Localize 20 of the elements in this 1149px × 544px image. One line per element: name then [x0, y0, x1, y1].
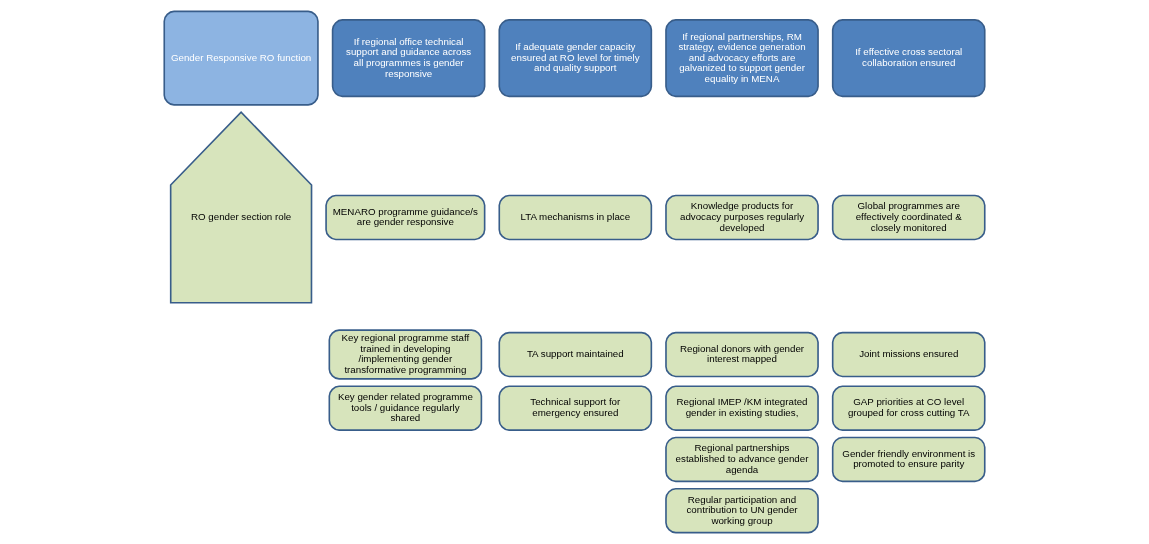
node-box: Technical support for emergency ensured	[498, 385, 653, 431]
node-box: If regional partnerships, RM strategy, evidence generation and advocacy efforts are galvanized to support gender equality in MENA	[665, 19, 819, 98]
node-box: Key regional programme staff trained in developing /implementing gender transformative programming	[328, 329, 483, 380]
node-box: GAP priorities at CO level grouped for cross cutting TA	[831, 385, 986, 431]
node-box: MENARO programme guidance/s are gender responsive	[325, 194, 486, 241]
node-box: TA support maintained	[498, 331, 653, 378]
node-box: Knowledge products for advocacy purposes regularly developed	[665, 194, 819, 241]
node-box: Gender friendly environment is promoted to ensure parity	[831, 436, 986, 483]
node-box: If effective cross sectoral collaboration ensured	[831, 19, 986, 98]
node-box: Regular participation and contribution to UN gender working group	[665, 487, 819, 534]
node-box: Global programmes are effectively coordinated & closely monitored	[831, 194, 986, 241]
node-box: Regional partnerships established to advance gender agenda	[665, 436, 819, 483]
node-box: Regional donors with gender interest mapped	[665, 331, 819, 378]
node-box: If adequate gender capacity ensured at RO level for timely and quality support	[498, 19, 653, 98]
node-box: If regional office technical support and guidance across all programmes is gender responsive	[331, 19, 486, 98]
node-box: LTA mechanisms in place	[498, 194, 653, 241]
node-box: Key gender related programme tools / guidance regularly shared	[328, 385, 483, 431]
node-box: Joint missions ensured	[831, 331, 986, 378]
node-box: Regional IMEP /KM integrated gender in existing studies,	[665, 385, 819, 431]
node-box: Gender Responsive RO function	[163, 10, 319, 106]
